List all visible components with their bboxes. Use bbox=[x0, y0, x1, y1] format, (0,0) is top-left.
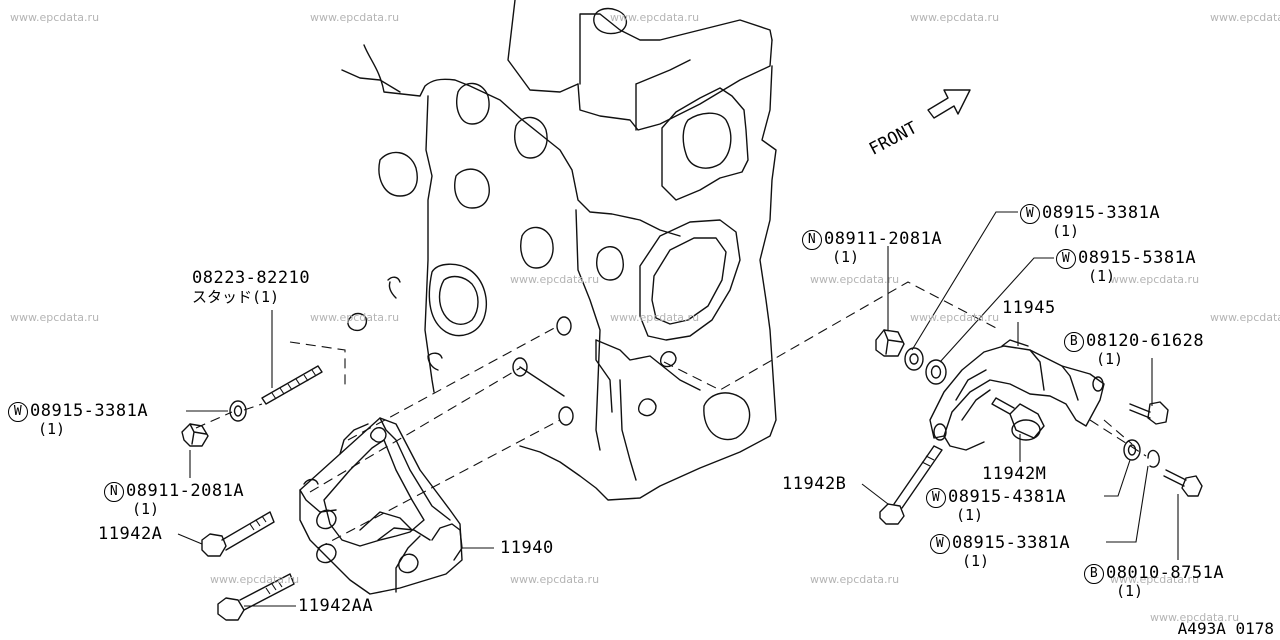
qty-bolt-right-top: (1) bbox=[1096, 350, 1124, 368]
part-number: 08915-3381A bbox=[952, 533, 1071, 553]
watermark: www.epcdata.ru bbox=[1110, 273, 1200, 286]
bolt-11942a-drawing bbox=[201, 511, 275, 557]
watermark: www.epcdata.ru bbox=[610, 11, 700, 24]
watermark: www.epcdata.ru bbox=[1210, 11, 1280, 24]
watermark: www.epcdata.ru bbox=[310, 11, 400, 24]
callout-bolt-11942aa[interactable]: 11942AA bbox=[298, 596, 374, 616]
bolt-08120-drawing bbox=[1129, 401, 1169, 425]
qty-washer-right-top: (1) bbox=[1052, 222, 1080, 240]
watermark: www.epcdata.ru bbox=[610, 311, 700, 324]
front-arrow bbox=[927, 89, 971, 119]
diagram-code: A493A 0178 bbox=[1177, 619, 1274, 638]
qty-washer-right-low: (1) bbox=[956, 506, 984, 524]
watermark: www.epcdata.ru bbox=[10, 11, 100, 24]
qty-nut-left: (1) bbox=[132, 500, 160, 518]
part-number: 08911-2081A bbox=[126, 481, 245, 501]
watermark: www.epcdata.ru bbox=[910, 311, 1000, 324]
nut-left-drawing bbox=[181, 423, 209, 447]
part-number: 08010-8751A bbox=[1106, 563, 1225, 583]
qty-washer-right-bottom: (1) bbox=[962, 552, 990, 570]
part-number: 08915-3381A bbox=[30, 401, 149, 421]
engine-block bbox=[341, 0, 777, 501]
callout-pin-11942m[interactable]: 11942M bbox=[982, 464, 1047, 484]
callout-stud-number[interactable]: 08223-82210 bbox=[192, 268, 311, 288]
washer-badge: W bbox=[926, 488, 946, 508]
callout-bracket-11940[interactable]: 11940 bbox=[500, 538, 554, 558]
leader-lines bbox=[177, 211, 1179, 607]
qty-bolt-right-bottom: (1) bbox=[1116, 582, 1144, 600]
washer-badge: W bbox=[8, 402, 28, 422]
washer-badge: W bbox=[930, 534, 950, 554]
part-number: 08915-3381A bbox=[1042, 203, 1161, 223]
bolt-08010-drawing bbox=[1163, 469, 1203, 497]
washer-badge: W bbox=[1056, 249, 1076, 269]
right-fasteners-drawing bbox=[875, 329, 1160, 468]
part-number: 08911-2081A bbox=[824, 229, 943, 249]
watermark: www.epcdata.ru bbox=[1110, 573, 1200, 586]
nut-badge: N bbox=[104, 482, 124, 502]
watermark: www.epcdata.ru bbox=[1150, 611, 1240, 624]
nut-badge: N bbox=[802, 230, 822, 250]
callout-bolt-11942b[interactable]: 11942B bbox=[782, 474, 847, 494]
washer-badge: W bbox=[1020, 204, 1040, 224]
qty-washer-left: (1) bbox=[38, 420, 66, 438]
left-mounting-bracket bbox=[299, 417, 463, 595]
watermark: www.epcdata.ru bbox=[210, 573, 300, 586]
right-mounting-bracket bbox=[929, 339, 1105, 451]
assembly-lines bbox=[195, 281, 1147, 549]
pin-11942m-drawing bbox=[991, 397, 1045, 441]
watermark: www.epcdata.ru bbox=[810, 273, 900, 286]
part-number: 08120-61628 bbox=[1086, 331, 1205, 351]
watermark: www.epcdata.ru bbox=[10, 311, 100, 324]
engine-dowels bbox=[512, 316, 574, 426]
watermark: www.epcdata.ru bbox=[310, 311, 400, 324]
washer-left-drawing bbox=[229, 400, 247, 422]
qty-washer-right-mid: (1) bbox=[1088, 267, 1116, 285]
watermark: www.epcdata.ru bbox=[510, 273, 600, 286]
qty-nut-right: (1) bbox=[832, 248, 860, 266]
part-number: 08915-5381A bbox=[1078, 248, 1197, 268]
watermark: www.epcdata.ru bbox=[810, 573, 900, 586]
bolt-11942b-drawing bbox=[879, 445, 943, 525]
callout-bolt-11942a[interactable]: 11942A bbox=[98, 524, 163, 544]
part-number: 08915-4381A bbox=[948, 487, 1067, 507]
watermark: www.epcdata.ru bbox=[1210, 311, 1280, 324]
watermark: www.epcdata.ru bbox=[910, 11, 1000, 24]
watermark: www.epcdata.ru bbox=[510, 573, 600, 586]
bolt-badge: B bbox=[1084, 564, 1104, 584]
stud-08223 bbox=[261, 365, 323, 405]
callout-bracket-11945[interactable]: 11945 bbox=[1002, 298, 1056, 318]
bolt-badge: B bbox=[1064, 332, 1084, 352]
callout-stud-note: スタッド(1) bbox=[192, 288, 280, 306]
